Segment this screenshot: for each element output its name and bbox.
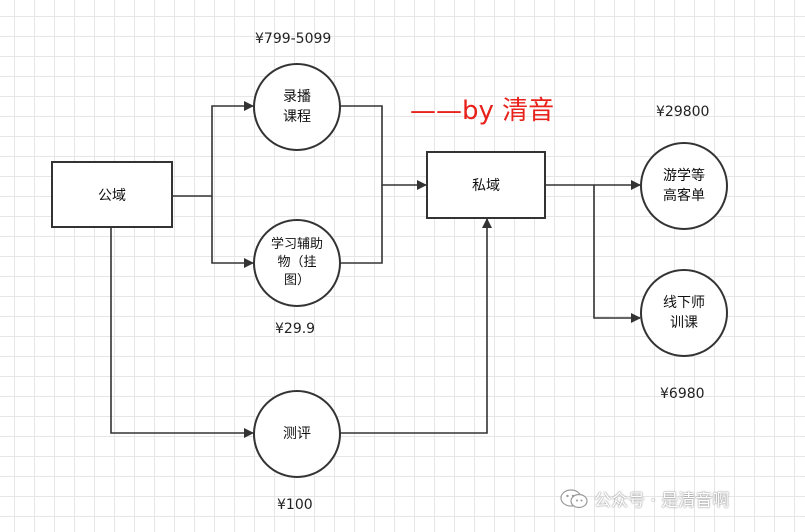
edge-eval-to-private: [340, 218, 492, 434]
node-public-label: 公域: [98, 187, 126, 204]
node-study-aid: 学习辅助 物（挂 图）: [253, 219, 341, 307]
node-aid-label: 学习辅助 物（挂 图）: [270, 237, 323, 288]
node-study-tour: 游学等 高客单: [640, 142, 728, 230]
price-eval: ¥100: [277, 497, 313, 513]
node-private-domain: 私域: [426, 151, 546, 219]
watermark: 公众号 · 是清音啊: [560, 486, 729, 511]
price-study-tour: ¥29800: [656, 104, 710, 120]
node-evaluation: 测评: [253, 390, 341, 478]
edge-recorded-to-private: [340, 105, 427, 190]
node-recorded-course: 录播 课程: [253, 63, 341, 151]
edge-aid-to-private: [340, 185, 383, 264]
edge-private-to-offline: [593, 185, 641, 323]
node-eval-label: 测评: [283, 426, 311, 442]
node-public-domain: 公域: [51, 161, 173, 228]
watermark-text: 公众号 · 是清音啊: [594, 491, 730, 511]
edge-public-to-recorded: [211, 101, 254, 196]
node-private-label: 私域: [472, 178, 500, 194]
node-recorded-label: 录播 课程: [283, 89, 311, 125]
node-offline-training: 线下师 训课: [640, 269, 728, 357]
price-offline: ¥6980: [660, 386, 705, 402]
author-byline: ——by 清音: [410, 96, 555, 126]
price-aid: ¥29.9: [275, 321, 316, 337]
wechat-icon: [560, 488, 588, 508]
edge-public-to-eval: [110, 228, 254, 438]
price-recorded: ¥799-5099: [255, 31, 332, 47]
node-offline-label: 线下师 训课: [663, 295, 705, 331]
node-tour-label: 游学等 高客单: [663, 168, 705, 204]
edge-public-to-aid: [211, 196, 254, 268]
